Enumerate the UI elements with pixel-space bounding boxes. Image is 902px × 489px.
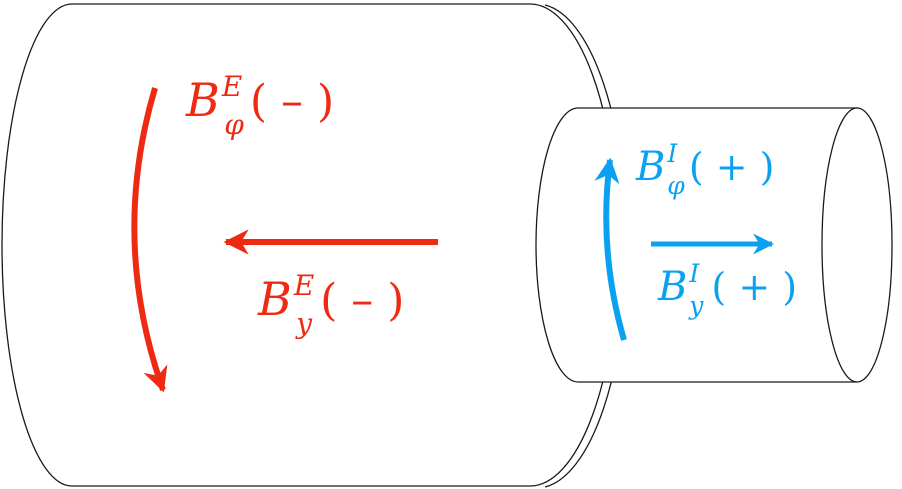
- ext-azimuthal-arrow: [131, 87, 168, 393]
- inner-cylinder-end-cap: [821, 107, 893, 383]
- int-azimuthal-arrow: [594, 157, 627, 341]
